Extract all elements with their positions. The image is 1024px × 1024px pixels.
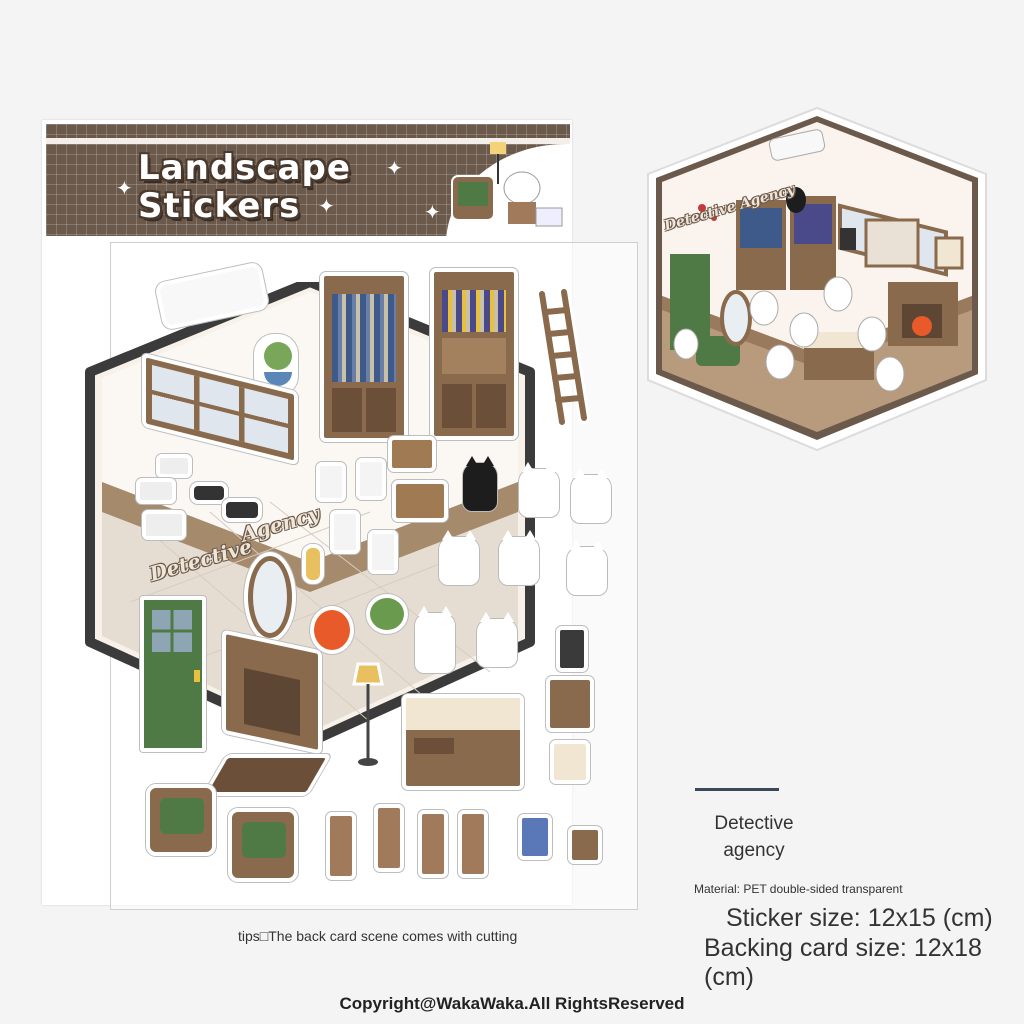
note-frame-sticker	[550, 740, 590, 784]
divider-line	[695, 788, 779, 791]
sticker-size-text: Sticker size: 12x15 (cm)	[726, 904, 993, 932]
black-cat-sticker	[462, 456, 498, 512]
card-title-line1: Landscape	[138, 148, 351, 188]
backing-size-text: Backing card size: 12x18 (cm)	[704, 934, 982, 991]
cat-sticker	[476, 612, 518, 668]
cardboard-box-sticker	[392, 480, 448, 522]
plant-sticker	[366, 594, 408, 634]
photo-frame-sticker	[330, 510, 360, 554]
card-banner: Landscape Stickers ✦ ✦ ✦ ✦	[46, 124, 570, 236]
desk-sticker	[402, 694, 524, 790]
revolver-sticker	[222, 498, 262, 522]
cat-sticker	[498, 530, 540, 586]
sparkle-icon: ✦	[424, 202, 441, 224]
book-sticker	[518, 814, 552, 860]
bookshelf-sticker	[320, 272, 408, 442]
bar-stool-sticker	[374, 804, 404, 872]
mirror-sticker	[248, 556, 292, 638]
door-sticker	[140, 596, 206, 752]
bar-stool-sticker	[326, 812, 356, 880]
sparkle-icon: ✦	[318, 196, 335, 218]
copyright-text: Copyright@WakaWaka.All RightsReserved	[339, 994, 685, 1013]
newspaper-sticker	[156, 454, 192, 478]
newspaper-sticker	[142, 510, 186, 540]
product-name-line1: Detective	[714, 813, 794, 834]
table-lamp-sticker	[302, 544, 324, 584]
material-text: Material: PET double-sided transparent	[694, 882, 903, 896]
banner-scene-illustration	[451, 142, 563, 227]
bar-stool-sticker	[418, 810, 448, 878]
floor-lamp-sticker	[352, 662, 384, 766]
scene-preview	[647, 106, 987, 452]
product-name-line2: agency	[723, 840, 785, 861]
sparkle-icon: ✦	[116, 178, 133, 200]
cat-portrait-sticker	[568, 826, 602, 864]
photo-frame-sticker	[316, 462, 346, 502]
cat-sticker	[438, 530, 480, 586]
ladder-sticker	[536, 288, 590, 428]
armchair-sticker	[228, 808, 298, 882]
cardboard-box-sticker	[388, 436, 436, 472]
fire-sticker	[310, 606, 354, 654]
newspaper-sticker	[136, 478, 176, 504]
card-title-line2: Stickers	[138, 186, 301, 226]
banner-stripe	[46, 138, 570, 144]
wanted-poster-sticker	[546, 676, 594, 732]
sparkle-icon: ✦	[386, 158, 403, 180]
picture-frame-sticker	[556, 626, 588, 672]
bar-stool-sticker	[458, 810, 488, 878]
photo-frame-sticker	[356, 458, 386, 500]
cat-detective-sticker	[570, 468, 612, 524]
revolver-sticker	[190, 482, 228, 504]
bookshelf-sticker	[430, 268, 518, 440]
cat-sticker	[566, 540, 608, 596]
tips-text: tips□The back card scene comes with cutt…	[238, 928, 518, 944]
cat-coat-sticker	[414, 606, 456, 674]
photo-frame-sticker	[368, 530, 398, 574]
cat-sticker	[518, 462, 560, 518]
armchair-sticker	[146, 784, 216, 856]
fireplace-sticker	[222, 629, 322, 755]
